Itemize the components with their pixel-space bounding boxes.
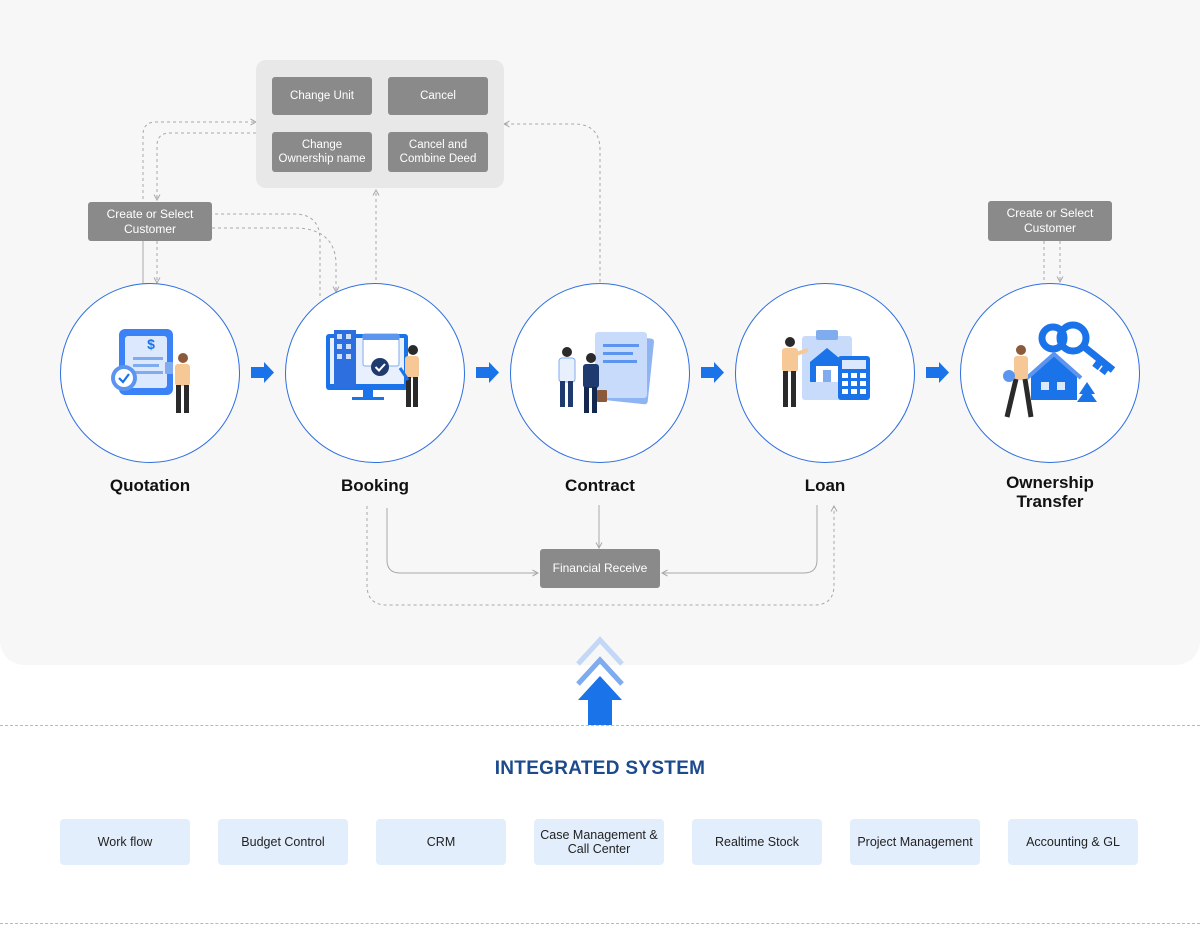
ownership-transfer-icon xyxy=(1003,321,1116,418)
arrow-booking-contract xyxy=(476,362,499,383)
create-select-customer-left-button[interactable]: Create or Select Customer xyxy=(88,202,212,241)
change-ownership-name-button[interactable]: Change Ownership name xyxy=(272,132,372,172)
quotation-stage[interactable]: $ xyxy=(60,283,240,463)
integration-up-arrow-icon xyxy=(576,636,624,725)
section-divider-top xyxy=(0,725,1200,726)
integrated-item-case-management[interactable]: Case Management & Call Center xyxy=(534,819,664,865)
integrated-item-project-management[interactable]: Project Management xyxy=(850,819,980,865)
integrated-item-crm[interactable]: CRM xyxy=(376,819,506,865)
cancel-and-combine-deed-button[interactable]: Cancel and Combine Deed xyxy=(388,132,488,172)
section-divider-bottom xyxy=(0,923,1200,924)
integrated-item-budget-control[interactable]: Budget Control xyxy=(218,819,348,865)
arrow-loan-ownership xyxy=(926,362,949,383)
line-booking-to-financial xyxy=(386,508,538,573)
create-select-customer-right-button[interactable]: Create or Select Customer xyxy=(988,201,1112,241)
booking-label: Booking xyxy=(341,476,409,495)
loan-icon xyxy=(782,330,870,407)
integrated-item-accounting-gl[interactable]: Accounting & GL xyxy=(1008,819,1138,865)
line-booking-to-customer xyxy=(212,213,321,296)
ownership-transfer-label: Ownership Transfer xyxy=(1006,473,1094,511)
line-contract-to-options xyxy=(504,124,601,282)
line-loan-to-financial xyxy=(662,505,818,573)
line-customer-to-booking xyxy=(212,227,336,292)
contract-stage[interactable] xyxy=(510,283,690,463)
loan-stage[interactable] xyxy=(735,283,915,463)
booking-icon xyxy=(326,330,419,407)
svg-text:$: $ xyxy=(147,336,155,352)
line-booking-loan-loop xyxy=(366,506,834,606)
contract-label: Contract xyxy=(565,476,635,495)
loan-label: Loan xyxy=(804,476,846,495)
change-unit-button[interactable]: Change Unit xyxy=(272,77,372,115)
line-options-to-customer xyxy=(157,132,256,200)
ownership-transfer-stage[interactable] xyxy=(960,283,1140,463)
arrow-contract-loan xyxy=(701,362,724,383)
arrow-quotation-booking xyxy=(251,362,274,383)
booking-stage[interactable] xyxy=(285,283,465,463)
flow-arrows xyxy=(251,362,949,383)
line-quotation-to-options xyxy=(142,122,256,283)
quotation-icon: $ xyxy=(111,329,190,413)
cancel-button[interactable]: Cancel xyxy=(388,77,488,115)
financial-receive-button[interactable]: Financial Receive xyxy=(540,549,660,588)
integrated-item-realtime-stock[interactable]: Realtime Stock xyxy=(692,819,822,865)
integrated-system-title: INTEGRATED SYSTEM xyxy=(494,758,706,779)
contract-icon xyxy=(558,332,655,413)
integrated-item-work-flow[interactable]: Work flow xyxy=(60,819,190,865)
quotation-label: Quotation xyxy=(109,476,191,495)
